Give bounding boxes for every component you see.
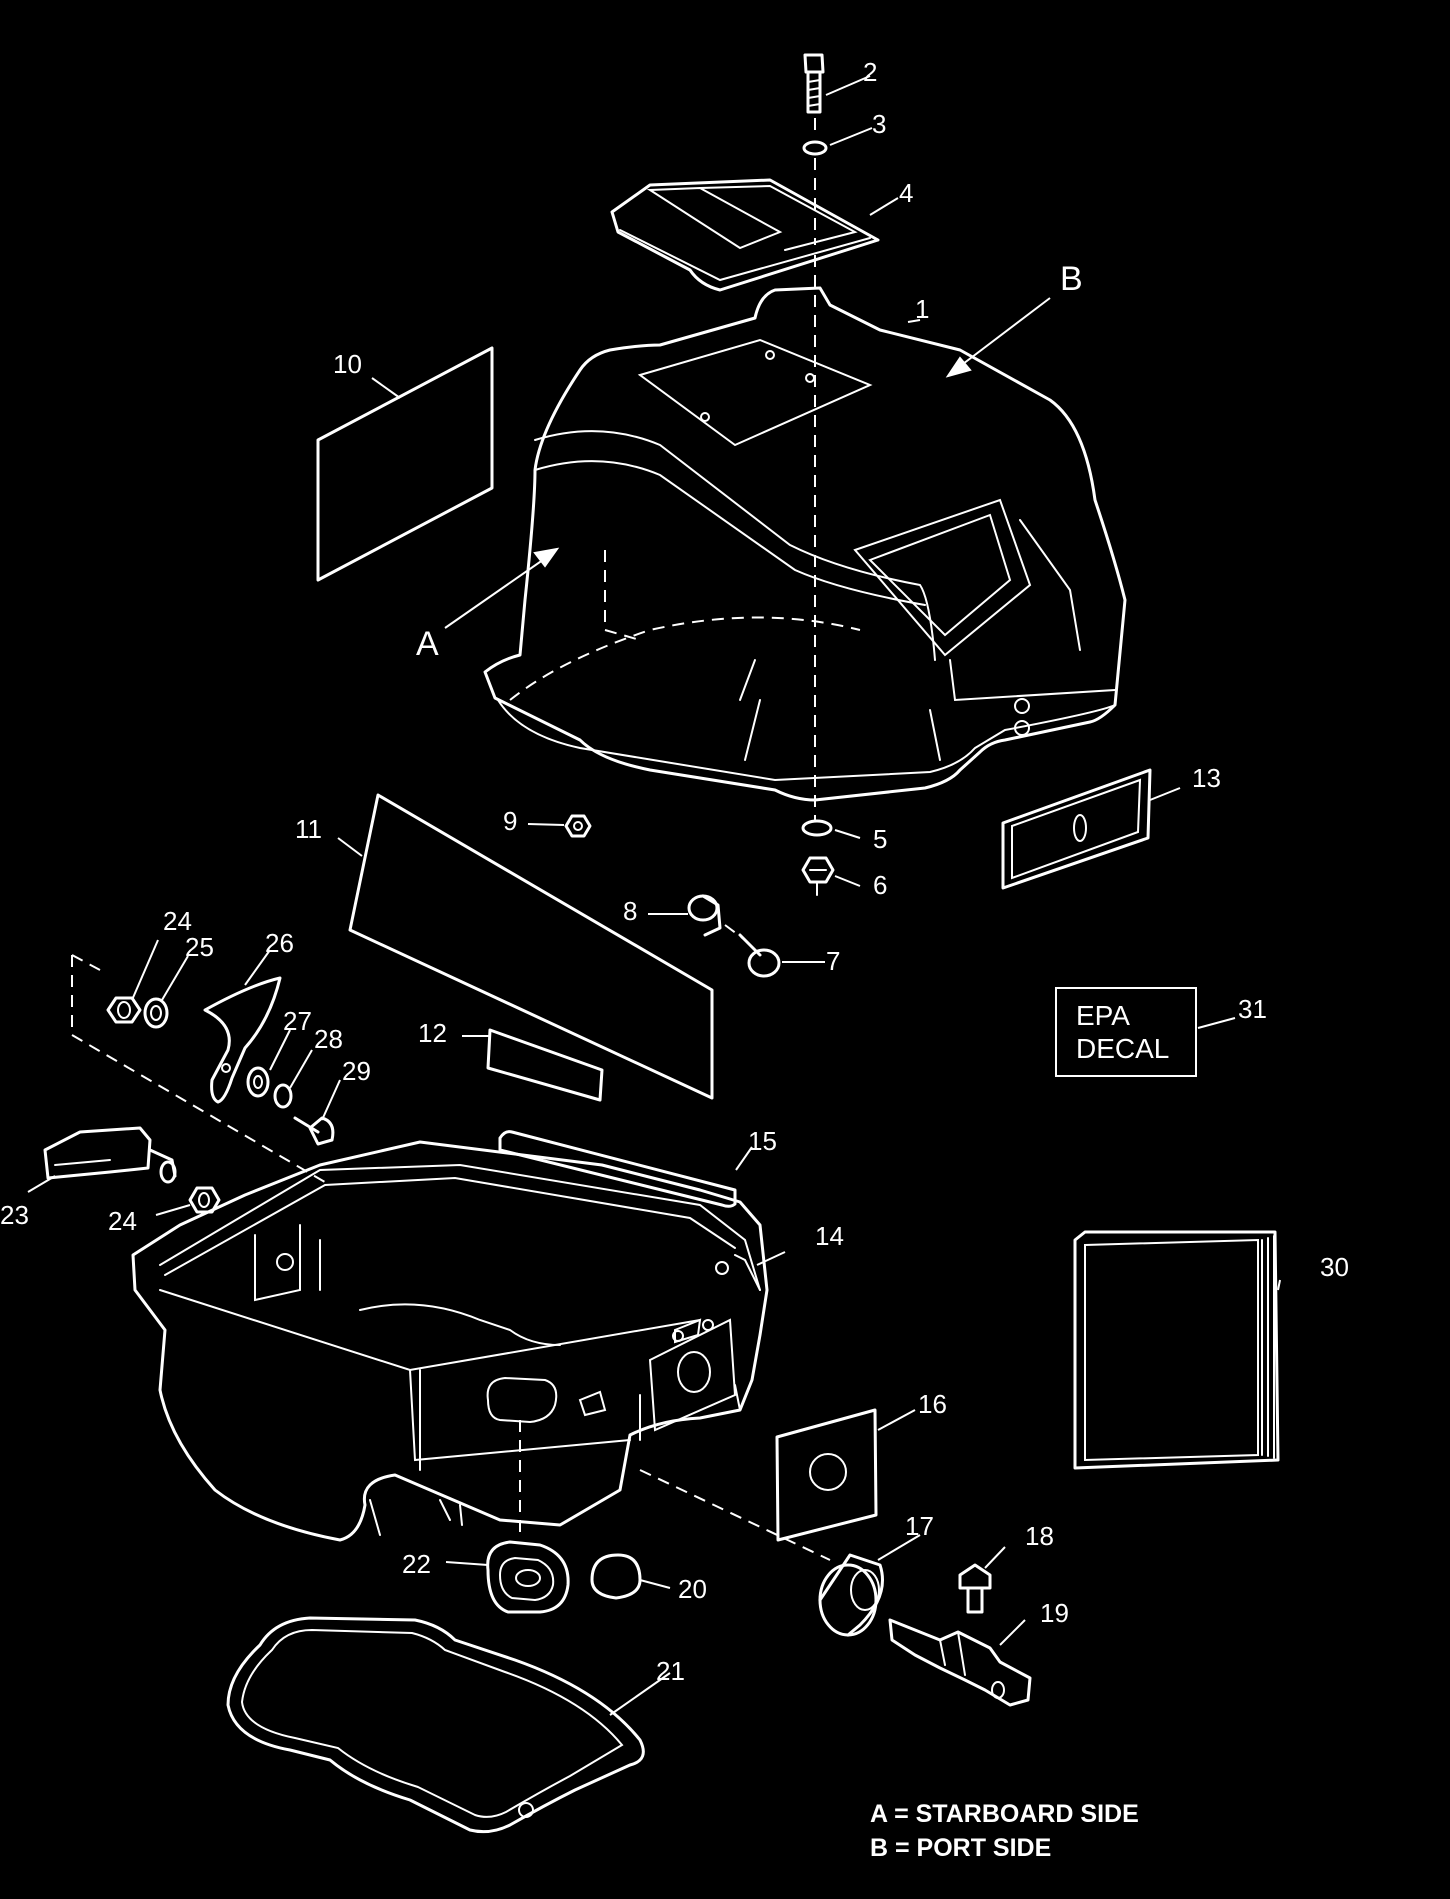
arrow-a — [444, 547, 560, 629]
cover-plate — [610, 178, 880, 292]
callout-23: 23 — [0, 1200, 29, 1230]
callout-27: 27 — [283, 1006, 312, 1036]
callout-13: 13 — [1192, 763, 1221, 793]
callout-24-lower: 24 — [108, 1206, 137, 1236]
callout-22: 22 — [402, 1549, 431, 1579]
callout-8: 8 — [623, 896, 637, 926]
dashed-line-14-17 — [639, 1469, 831, 1561]
bolt-7 — [738, 933, 781, 978]
callout-2: 2 — [863, 57, 877, 87]
callout-19: 19 — [1040, 1598, 1069, 1628]
callout-10: 10 — [333, 349, 362, 379]
callout-5: 5 — [873, 824, 887, 854]
callout-28: 28 — [314, 1024, 343, 1054]
callout-20: 20 — [678, 1574, 707, 1604]
nut-24-upper — [106, 996, 142, 1024]
washer-5 — [801, 819, 833, 837]
screw-18 — [958, 1563, 992, 1614]
callout-12: 12 — [418, 1018, 447, 1048]
callout-7: 7 — [826, 946, 840, 976]
callout-4: 4 — [899, 178, 913, 208]
epa-decal-line2: DECAL — [1076, 1033, 1169, 1064]
callout-24-upper: 24 — [163, 906, 192, 936]
handle-23 — [43, 1126, 177, 1184]
callout-11: 11 — [295, 814, 322, 844]
gasket-21 — [226, 1616, 645, 1834]
washer-3 — [802, 140, 828, 156]
epa-decal-box: EPA DECAL — [1055, 987, 1197, 1077]
callout-29: 29 — [342, 1056, 371, 1086]
legend: A = STARBOARD SIDE B = PORT SIDE — [870, 1800, 1139, 1862]
grommet-17 — [818, 1553, 884, 1637]
callout-21: 21 — [656, 1656, 685, 1686]
washer-28 — [273, 1083, 293, 1109]
grommet-8 — [687, 894, 722, 937]
top-cowl — [483, 286, 1127, 802]
legend-port: B = PORT SIDE — [870, 1834, 1051, 1862]
gasket-16 — [775, 1408, 878, 1542]
decal-12 — [486, 1028, 604, 1102]
callout-6: 6 — [873, 870, 887, 900]
decal-10 — [316, 346, 494, 582]
callout-26: 26 — [265, 928, 294, 958]
grommet-22 — [486, 1540, 570, 1614]
latch-hook-26 — [203, 976, 282, 1104]
epa-decal-line1: EPA — [1076, 1000, 1130, 1031]
decal-11 — [348, 793, 714, 1100]
nut-24-lower — [188, 1186, 221, 1214]
plug-20 — [590, 1553, 642, 1600]
callout-30: 30 — [1320, 1252, 1349, 1282]
callout-16: 16 — [918, 1389, 947, 1419]
fuel-connector-19 — [888, 1618, 1032, 1707]
screw-29 — [293, 1116, 335, 1146]
latch-dashed-guide — [71, 954, 331, 1186]
decal-13 — [1001, 768, 1152, 890]
view-letter-b: B — [1060, 260, 1083, 298]
callout-17: 17 — [905, 1511, 934, 1541]
bolt-2 — [803, 53, 825, 114]
callout-31: 31 — [1238, 994, 1267, 1024]
callout-25: 25 — [185, 932, 214, 962]
view-letter-a: A — [416, 625, 439, 663]
callout-14: 14 — [815, 1221, 844, 1251]
washer-27 — [246, 1066, 270, 1098]
nut-6 — [801, 856, 835, 896]
washer-25 — [143, 997, 169, 1029]
bottom-cowl — [131, 1140, 769, 1542]
seal-strip-15 — [498, 1130, 737, 1208]
arrow-b — [945, 297, 1051, 378]
callout-labels: 1 2 3 4 5 6 7 8 9 10 11 12 13 14 15 16 1… — [0, 57, 1349, 1686]
callout-15: 15 — [748, 1126, 777, 1156]
nut-9 — [564, 814, 592, 838]
callout-9: 9 — [503, 806, 517, 836]
leader-lines — [27, 75, 1281, 1716]
owner-manual — [1073, 1230, 1280, 1470]
callout-18: 18 — [1025, 1521, 1054, 1551]
callout-3: 3 — [872, 109, 886, 139]
legend-starboard: A = STARBOARD SIDE — [870, 1800, 1139, 1828]
callout-1: 1 — [915, 294, 929, 324]
